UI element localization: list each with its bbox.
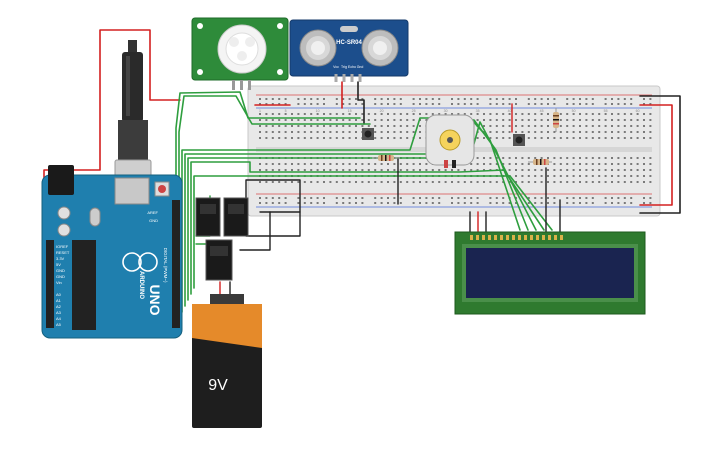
lcd-pin <box>470 235 473 240</box>
breadboard-number: 50 <box>572 109 576 113</box>
arduino-power-pin-label: GND <box>56 274 65 279</box>
ultrasonic-pin <box>350 74 354 82</box>
lcd-pin <box>542 235 545 240</box>
arduino-power-pin-label: 3.3V <box>56 256 65 261</box>
ultrasonic-pin-label: Trig <box>341 65 347 69</box>
arduino-analog-pin-label: A2 <box>56 304 62 309</box>
arduino-analog-pin-label: A1 <box>56 298 62 303</box>
breadboard-number: 35 <box>476 109 480 113</box>
lcd-pin <box>500 235 503 240</box>
wire-black-right-rail <box>639 95 681 214</box>
wires <box>43 29 681 324</box>
lcd-pin <box>518 235 521 240</box>
relay-2 <box>223 197 249 237</box>
battery-label: 9V <box>208 377 228 394</box>
lcd-pin <box>554 235 557 240</box>
ultrasonic-pin-label: Gnd <box>357 65 364 69</box>
lcd-pin <box>530 235 533 240</box>
resistor-2 <box>528 159 552 165</box>
relay-1 <box>195 197 221 237</box>
breadboard-number: 40 <box>508 109 512 113</box>
lcd-pin <box>548 235 551 240</box>
lcd-pin <box>536 235 539 240</box>
ultrasonic-label: HC-SR04 <box>336 40 362 46</box>
breadboard-number: 55 <box>604 109 608 113</box>
battery-9v: 9V <box>192 294 262 428</box>
dc-motor <box>425 114 475 168</box>
lcd-pin <box>482 235 485 240</box>
breadboard-number: 1 <box>259 109 261 113</box>
arduino-model: UNO <box>147 284 163 315</box>
wire-red-right-rail <box>639 104 673 206</box>
breadboard-number: 45 <box>540 109 544 113</box>
push-button-left <box>362 128 374 140</box>
arduino-power-pin-label: 5V <box>56 262 61 267</box>
lcd-pin <box>524 235 527 240</box>
ultrasonic-pin <box>358 74 362 82</box>
arduino-power-pin-label: RESET <box>56 250 70 255</box>
ultrasonic-pin <box>334 74 338 82</box>
lcd-display <box>454 231 646 315</box>
breadboard-number: 30 <box>444 109 448 113</box>
wire-green-6 <box>190 161 545 295</box>
arduino-analog-pin-label: A4 <box>56 316 62 321</box>
arduino-analog-pin-label: A5 <box>56 322 62 327</box>
wire-black-relay-gnd <box>245 179 301 237</box>
lcd-pin <box>512 235 515 240</box>
wire-green-2 <box>178 95 371 319</box>
arduino-power-pin-label: Vin <box>56 280 62 285</box>
arduino-gnd-label: GND <box>149 218 158 223</box>
lcd-pin <box>488 235 491 240</box>
wire-green-1 <box>175 91 361 324</box>
pir-sensor <box>191 17 289 90</box>
push-button-right <box>513 134 525 146</box>
resistor-3 <box>553 108 559 132</box>
resistor-1 <box>372 155 400 161</box>
wire-black-sensor-gnd <box>357 81 365 125</box>
wire-black-battery <box>239 211 271 251</box>
arduino-power-pin-label: GND <box>56 268 65 273</box>
breadboard-number: 5 <box>285 109 287 113</box>
breadboard-number: 60 <box>636 109 640 113</box>
arduino-analog-pin-label: A3 <box>56 310 62 315</box>
lcd-pin <box>476 235 479 240</box>
arduino-power-pin-label: IOREF <box>56 244 69 249</box>
lcd-pin <box>560 235 563 240</box>
arduino-brand: ARDUINO <box>138 271 144 299</box>
ultrasonic-pin-label: Vcc <box>333 65 339 69</box>
breadboard-number: 20 <box>380 109 384 113</box>
wire-red-5v <box>43 29 181 269</box>
wire-green-7 <box>193 175 553 289</box>
relay-3 <box>205 239 233 281</box>
arduino-uno: ARDUINO UNO DIGITAL (PWM~) AREF GND IORE… <box>41 165 183 339</box>
lcd-pin <box>494 235 497 240</box>
ultrasonic-pin-label: Echo <box>348 65 356 69</box>
ultrasonic-pin <box>342 74 346 82</box>
usb-cable <box>114 40 152 191</box>
arduino-digital-header: DIGITAL (PWM~) <box>163 248 168 283</box>
lcd-pin <box>506 235 509 240</box>
lcd-pin-header <box>470 235 563 240</box>
breadboard-number: 15 <box>348 109 352 113</box>
arduino-aref-label: AREF <box>147 210 158 215</box>
breadboard-number: 10 <box>316 109 320 113</box>
breadboard-number: 25 <box>412 109 416 113</box>
arduino-analog-pin-label: A0 <box>56 292 62 297</box>
